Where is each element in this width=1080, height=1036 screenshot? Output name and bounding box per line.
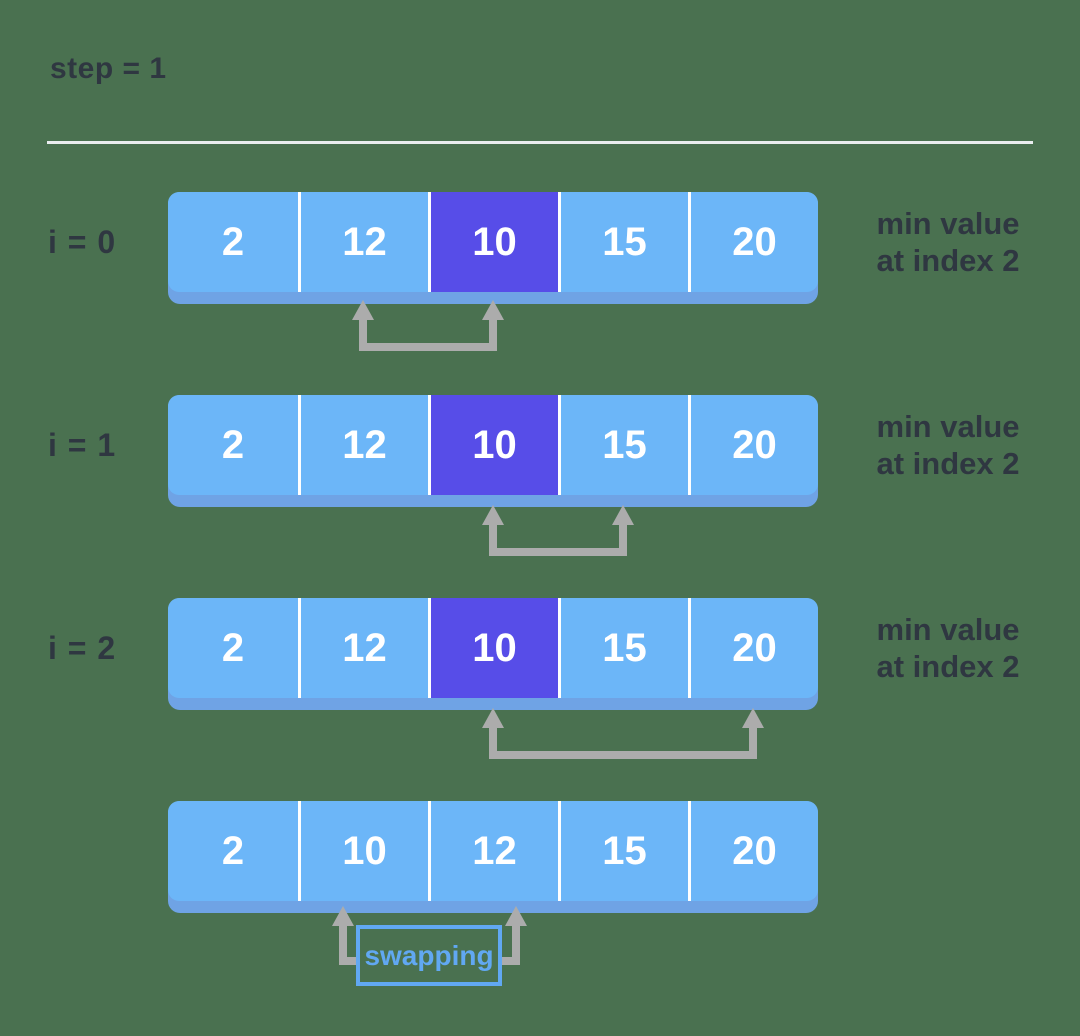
- array-cell: 12: [298, 192, 428, 292]
- array-cell: 15: [558, 395, 688, 495]
- arrow-up-icon: [482, 300, 504, 320]
- compare-arrow-2: [482, 708, 764, 759]
- array-cell: 2: [168, 192, 298, 292]
- array-cells: 2 12 10 15 20: [168, 598, 818, 698]
- array-cells: 2 12 10 15 20: [168, 192, 818, 292]
- arrow-up-icon: [612, 505, 634, 525]
- array-cells: 2 10 12 15 20: [168, 801, 818, 901]
- iteration-label-1: i = 1: [48, 426, 117, 463]
- array-cell: 10: [428, 395, 558, 495]
- array-cell: 20: [688, 598, 818, 698]
- min-value-note-0: min value at index 2: [860, 192, 1036, 292]
- arrow-up-icon: [482, 505, 504, 525]
- min-value-note-1: min value at index 2: [860, 395, 1036, 495]
- iteration-label-2: i = 2: [48, 629, 117, 666]
- compare-arrow-0: [352, 300, 504, 351]
- array-cell: 10: [428, 192, 558, 292]
- array-row-2: 2 12 10 15 20: [168, 598, 818, 710]
- array-cell: 10: [428, 598, 558, 698]
- array-cell: 2: [168, 598, 298, 698]
- note-line-1: min value: [876, 409, 1020, 444]
- array-cell: 20: [688, 801, 818, 901]
- array-cell: 12: [428, 801, 558, 901]
- min-value-note-2: min value at index 2: [860, 598, 1036, 698]
- arrow-up-icon: [482, 708, 504, 728]
- note-line-1: min value: [876, 612, 1020, 647]
- compare-arrow-1: [482, 505, 634, 556]
- array-cell: 15: [558, 801, 688, 901]
- array-cell: 15: [558, 598, 688, 698]
- arrow-up-icon: [742, 708, 764, 728]
- result-array-row: 2 10 12 15 20: [168, 801, 818, 913]
- swapping-label: swapping: [364, 939, 494, 971]
- array-cell: 2: [168, 395, 298, 495]
- array-row-1: 2 12 10 15 20: [168, 395, 818, 507]
- arrow-up-icon: [505, 906, 527, 926]
- arrow-up-icon: [332, 906, 354, 926]
- divider-line: [47, 141, 1033, 144]
- iteration-label-0: i = 0: [48, 223, 117, 260]
- swapping-label-box: swapping: [356, 925, 502, 986]
- array-cell: 2: [168, 801, 298, 901]
- array-row-0: 2 12 10 15 20: [168, 192, 818, 304]
- array-cell: 20: [688, 192, 818, 292]
- array-cell: 12: [298, 598, 428, 698]
- array-cell: 12: [298, 395, 428, 495]
- array-cell: 10: [298, 801, 428, 901]
- note-line-2: at index 2: [876, 649, 1020, 684]
- array-cell: 15: [558, 192, 688, 292]
- array-cell: 20: [688, 395, 818, 495]
- array-cells: 2 12 10 15 20: [168, 395, 818, 495]
- step-title: step = 1: [50, 52, 167, 85]
- note-line-2: at index 2: [876, 446, 1020, 481]
- arrow-up-icon: [352, 300, 374, 320]
- note-line-2: at index 2: [876, 243, 1020, 278]
- note-line-1: min value: [876, 206, 1020, 241]
